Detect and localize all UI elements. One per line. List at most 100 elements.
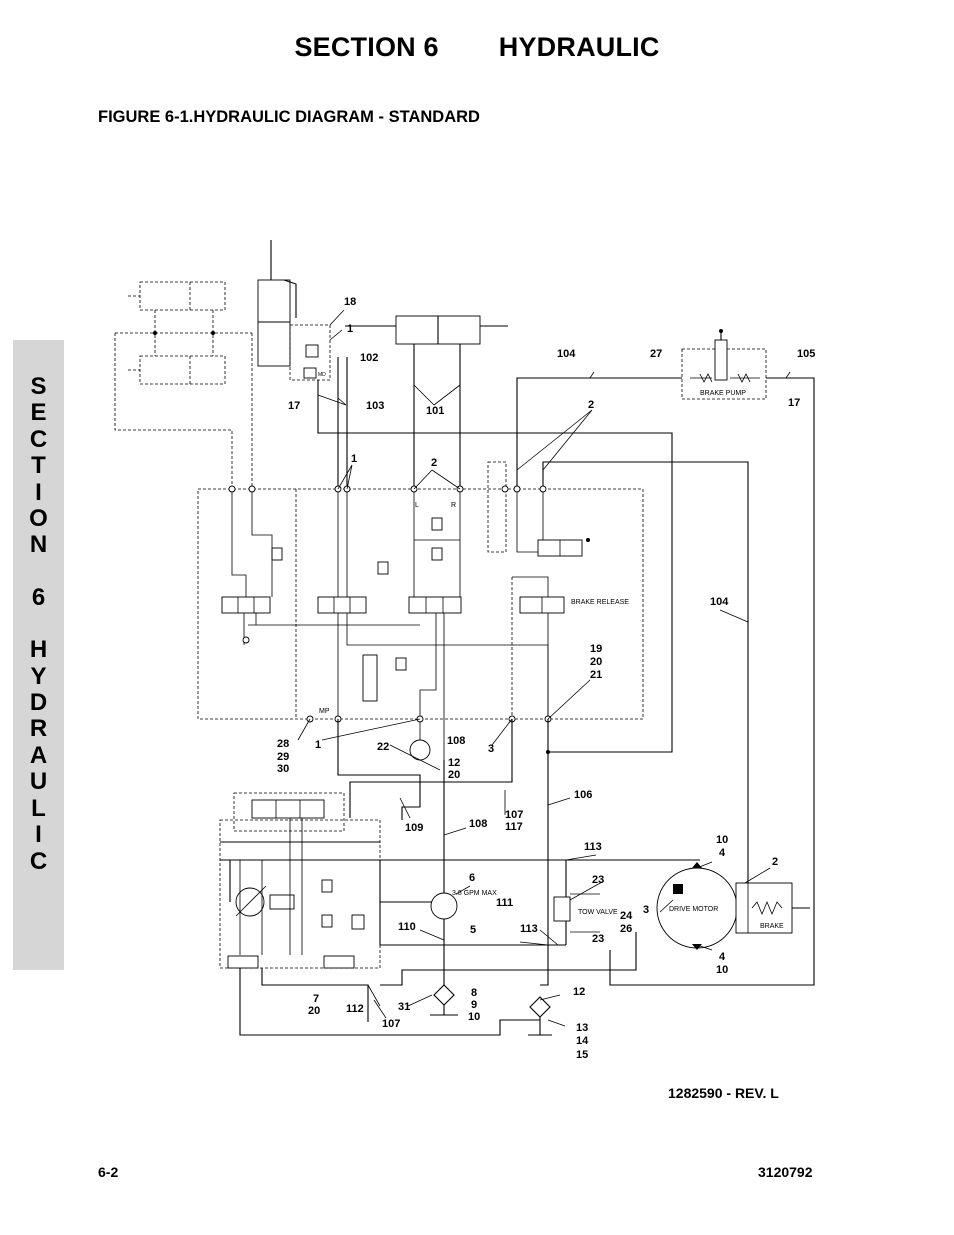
callout: 19 <box>590 643 602 655</box>
servo-block <box>233 792 345 832</box>
hose <box>283 279 297 318</box>
dashed-cylinder-lower <box>139 355 226 385</box>
side-tab-letter: Y <box>30 662 47 690</box>
callout: 30 <box>277 763 289 775</box>
servo-valve <box>251 799 325 819</box>
check-valve <box>321 879 333 893</box>
line-112 <box>239 968 540 1036</box>
line-108 <box>337 719 421 820</box>
reservoir-group <box>239 968 552 1036</box>
swash-spring <box>269 894 295 910</box>
callout: 3 <box>488 743 494 755</box>
figure-caption: FIGURE 6-1.HYDRAULIC DIAGRAM - STANDARD <box>98 108 480 126</box>
callout: 106 <box>574 789 592 801</box>
mp-mini-label: MD <box>318 372 326 378</box>
junction-dot <box>211 331 215 335</box>
drive-motor-group: DRIVE MOTOR <box>380 862 810 986</box>
tow-valve: TOW VALVE <box>553 893 618 933</box>
case-drain-line <box>609 950 748 986</box>
dashed-cylinder-upper <box>139 281 226 311</box>
tow-valve-text: TOW VALVE <box>578 909 618 916</box>
side-tab-letter: D <box>29 689 48 717</box>
brake-internal <box>516 489 544 553</box>
callout: 10 <box>716 964 728 976</box>
relief-valve <box>377 561 389 575</box>
callout: 112 <box>346 1003 364 1015</box>
callout: 107 <box>505 809 523 821</box>
callout: 110 <box>398 921 416 933</box>
center-internal <box>419 613 445 760</box>
holding-valve-block <box>289 324 331 381</box>
brake-pump-group <box>681 329 767 400</box>
relief-valve <box>271 547 283 561</box>
line-107b <box>261 968 369 1022</box>
callout: 109 <box>405 822 423 834</box>
line-105 <box>748 377 815 986</box>
cylinder-body <box>257 279 291 367</box>
reservoir-8 <box>430 1005 458 1016</box>
dashed-hose <box>487 461 507 553</box>
check-valve <box>305 344 319 358</box>
port-l-label: L <box>415 502 419 509</box>
callout: 113 <box>520 923 538 935</box>
side-tab-letter: S <box>30 373 47 400</box>
callout: 28 <box>277 738 289 750</box>
brake-pump-body <box>714 339 728 381</box>
brake-label: BRAKE <box>760 923 784 930</box>
middle-lines <box>337 719 550 986</box>
pump-rating-label: 3.8 GPM MAX <box>452 890 497 897</box>
callout: 2 <box>431 457 437 469</box>
side-tab-letter: C <box>29 425 48 453</box>
callout: 20 <box>590 656 602 668</box>
filter-22 <box>409 739 431 761</box>
port-r-label: R <box>451 502 456 509</box>
drive-motor-label: DRIVE MOTOR <box>669 906 718 913</box>
side-tab-letter: N <box>29 531 48 559</box>
callout: 21 <box>590 669 602 681</box>
port <box>501 485 509 493</box>
side-tab-letter: 6 <box>31 583 46 611</box>
callout: 108 <box>469 818 487 830</box>
callout: 3 <box>643 904 649 916</box>
junction-dot <box>586 538 590 542</box>
lift-internal <box>337 489 549 760</box>
port <box>228 485 236 493</box>
dir-valve-1 <box>221 596 271 614</box>
side-tab-letter: R <box>29 715 48 743</box>
leader-lines <box>297 309 791 1027</box>
page-number: 6-2 <box>98 1164 119 1180</box>
callout: 18 <box>344 296 356 308</box>
brake-group: BRAKE <box>735 882 793 934</box>
pump-knob <box>719 329 723 333</box>
document-number: 3120792 <box>758 1164 813 1180</box>
callout: 24 <box>620 910 633 922</box>
pump-side-lines <box>229 860 381 945</box>
tow-valve-body <box>553 896 571 922</box>
brake-pump-label: BRAKE PUMP <box>700 390 746 397</box>
side-tab-letter: E <box>30 399 47 427</box>
callout: 5 <box>470 924 476 936</box>
side-tab-letter: O <box>29 505 48 533</box>
callout: 103 <box>366 400 384 412</box>
callout: 14 <box>576 1035 589 1047</box>
port-mp-label: MP <box>319 708 330 715</box>
relief-valve <box>431 517 443 531</box>
callout: 15 <box>576 1049 588 1061</box>
callout: 6 <box>469 872 475 884</box>
callout: 107 <box>382 1018 400 1030</box>
callout: 104 <box>557 348 576 360</box>
callout: 8 <box>471 987 477 999</box>
left-internal <box>231 489 273 645</box>
dashed-cylinder-group <box>114 281 253 487</box>
callouts: 18 1 102 17 103 101 104 27 105 17 2 1 2 … <box>277 296 815 1061</box>
side-tab-letter: A <box>29 741 48 769</box>
solenoid-valve <box>303 367 317 379</box>
callout: 1 <box>315 739 321 751</box>
pressure-comp-valve <box>362 654 378 702</box>
callout: 12 <box>448 757 460 769</box>
callout: 4 <box>719 951 726 963</box>
steer-internal <box>413 489 461 597</box>
